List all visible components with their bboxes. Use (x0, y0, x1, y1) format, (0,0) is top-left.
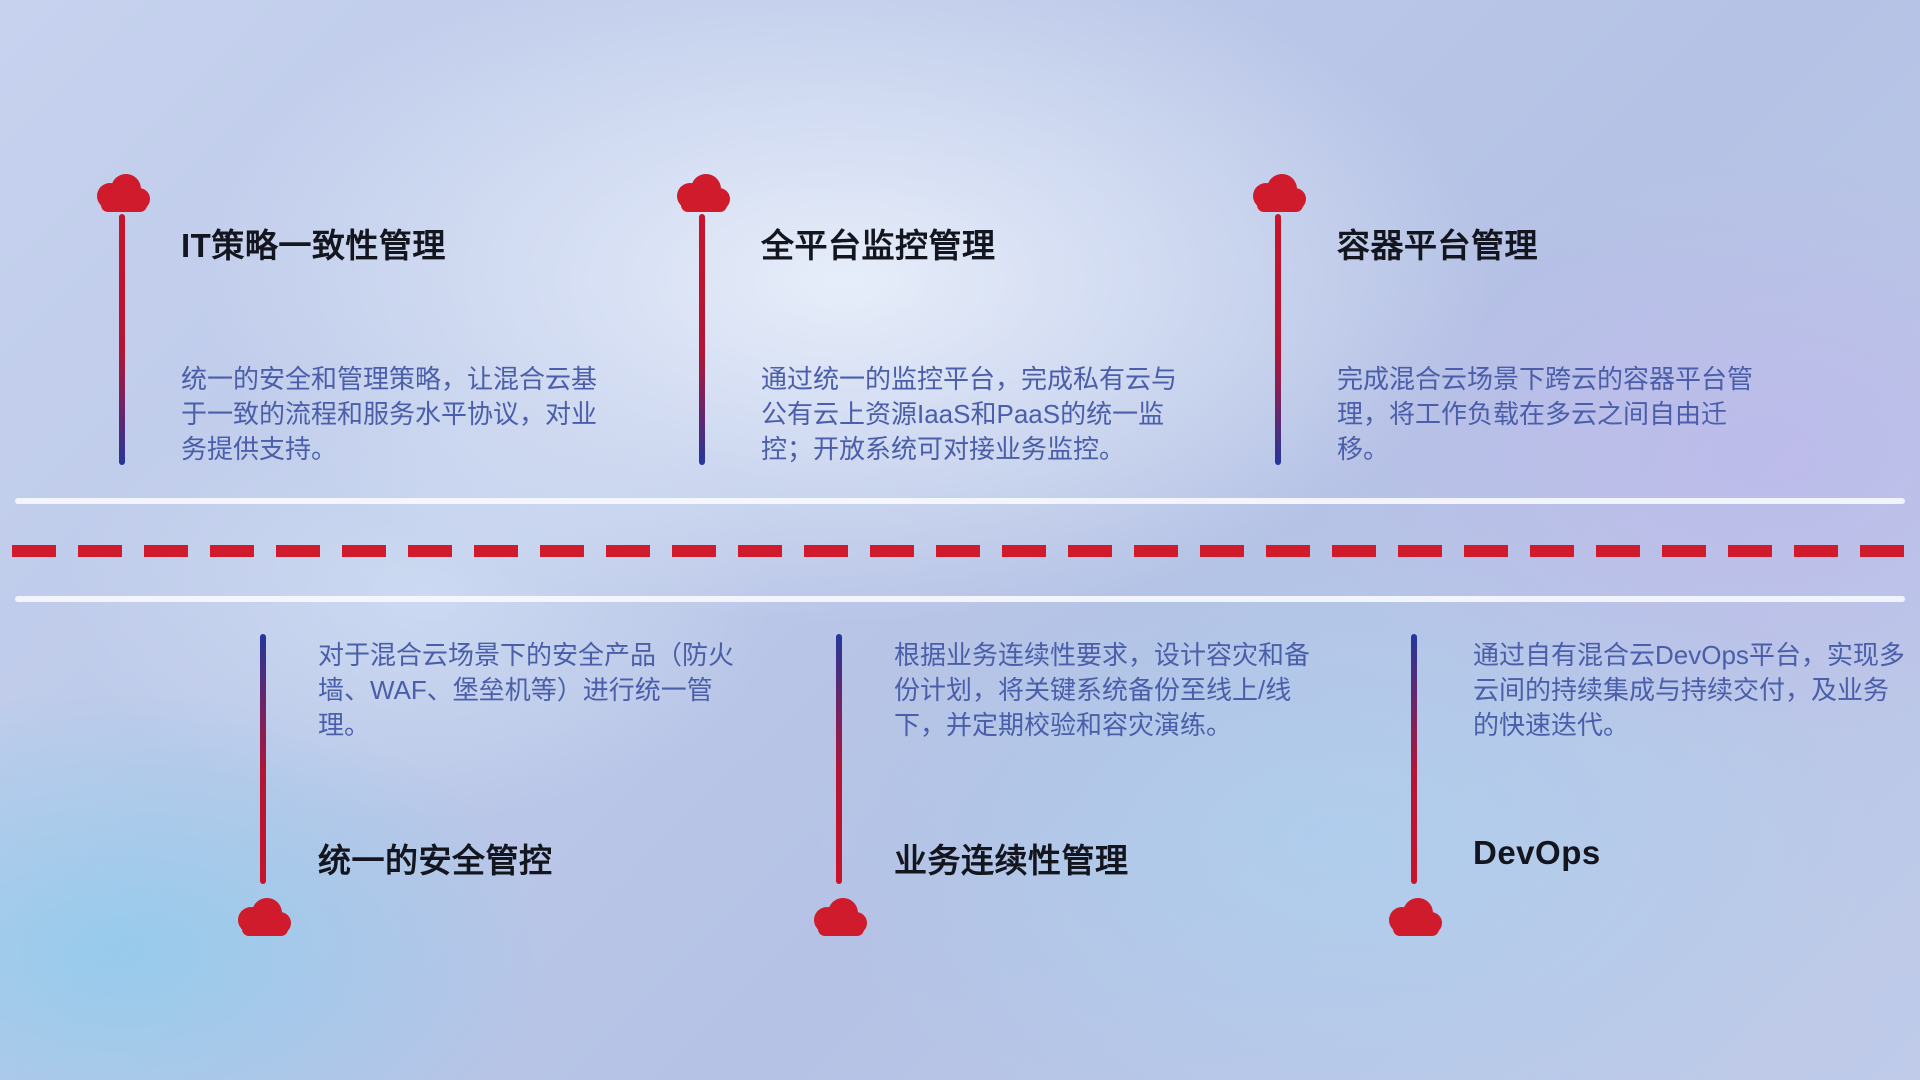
feature-title: DevOps (1473, 834, 1601, 871)
feature-title: 统一的安全管控 (318, 842, 553, 879)
divider-line-bottom (15, 596, 1905, 602)
feature-description: 完成混合云场景下跨云的容器平台管理，将工作负载在多云之间自由迁移。 (1337, 364, 1754, 464)
connector-line (699, 214, 705, 465)
cloud-icon (89, 169, 155, 217)
feature-description: 统一的安全和管理策略，让混合云基于一致的流程和服务水平协议，对业务提供支持。 (181, 364, 598, 464)
feature-title: 容器平台管理 (1337, 227, 1538, 264)
divider-line-top (15, 498, 1905, 504)
connector-line (119, 214, 125, 465)
cloud-icon (806, 893, 872, 941)
feature-description: 通过自有混合云DevOps平台，实现多云间的持续集成与持续交付，及业务的快速迭代… (1473, 640, 1905, 740)
cloud-icon (669, 169, 735, 217)
cloud-icon (1381, 893, 1447, 941)
feature-description: 对于混合云场景下的安全产品（防火墙、WAF、堡垒机等）进行统一管理。 (318, 640, 735, 740)
connector-line (1275, 214, 1281, 465)
cloud-icon (1245, 169, 1311, 217)
connector-line (260, 634, 266, 884)
connector-line (836, 634, 842, 884)
feature-title: 全平台监控管理 (761, 227, 996, 264)
feature-title: 业务连续性管理 (894, 842, 1129, 879)
connector-line (1411, 634, 1417, 884)
feature-title: IT策略一致性管理 (181, 227, 446, 264)
feature-description: 根据业务连续性要求，设计容灾和备份计划，将关键系统备份至线上/线下，并定期校验和… (894, 640, 1311, 740)
feature-description: 通过统一的监控平台，完成私有云与公有云上资源IaaS和PaaS的统一监控；开放系… (761, 364, 1178, 464)
divider-dashed-line (12, 545, 1920, 557)
cloud-icon (230, 893, 296, 941)
